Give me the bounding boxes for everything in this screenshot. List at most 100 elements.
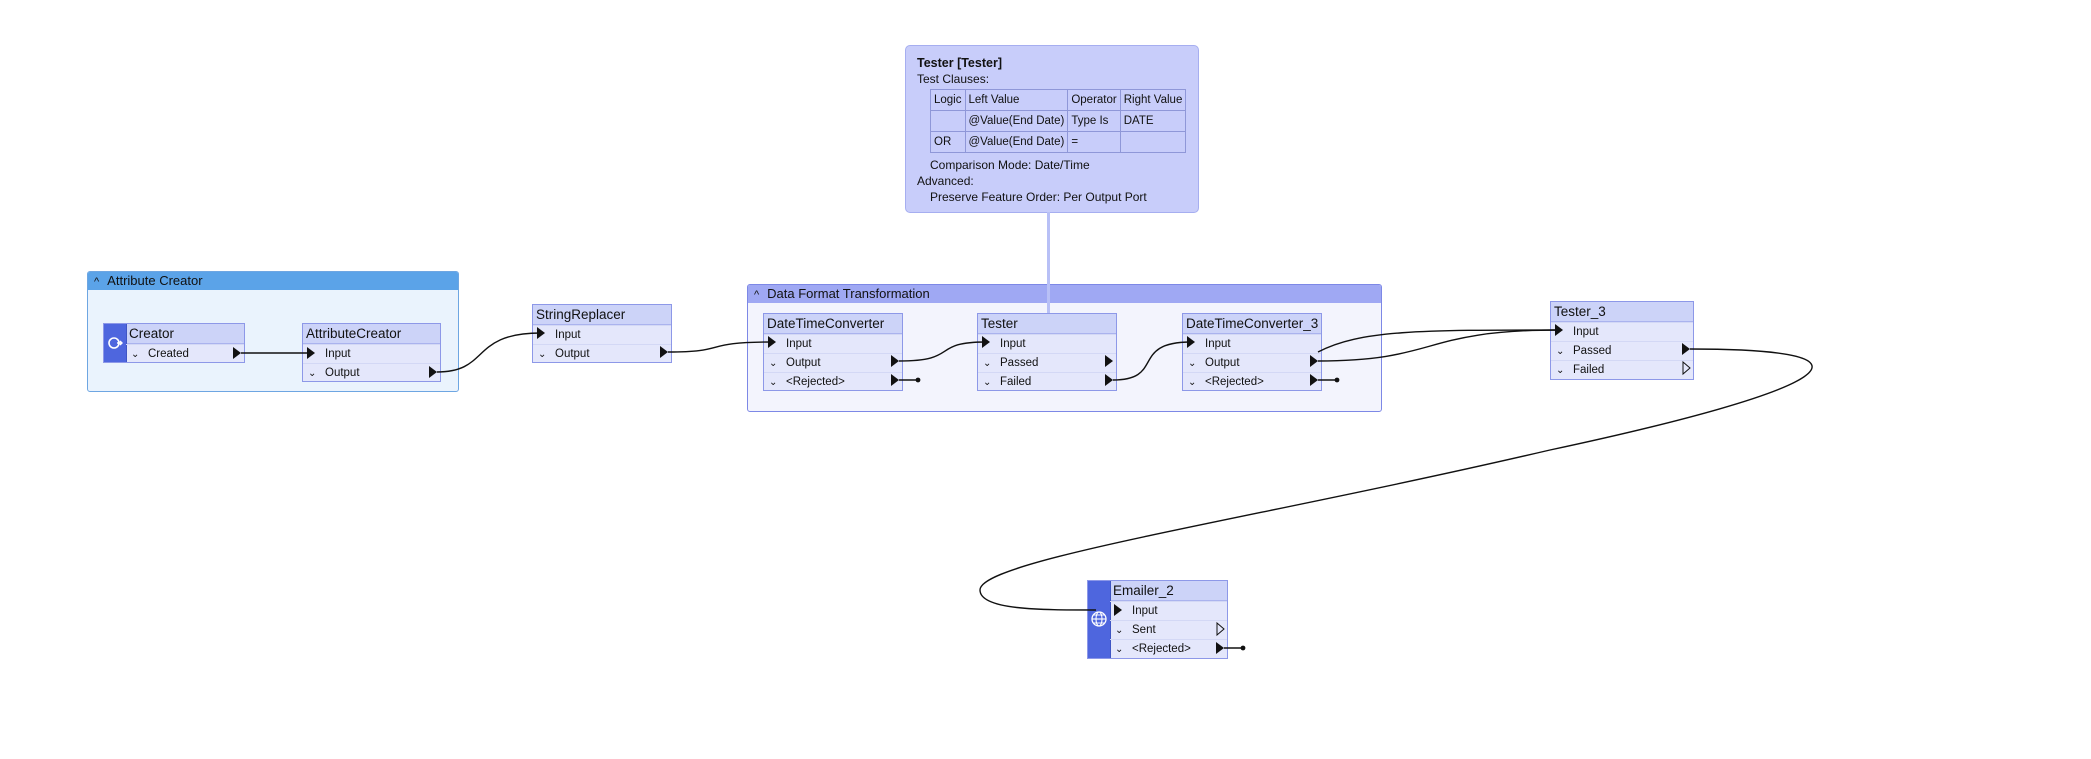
chevron-down-icon[interactable]: ⌄ <box>1556 346 1565 357</box>
annotation-title: Tester [Tester] <box>917 56 1002 70</box>
chevron-up-icon[interactable]: ^ <box>94 276 100 288</box>
input-port[interactable]: Input <box>978 334 1116 353</box>
annotation-connector <box>1047 212 1050 314</box>
arrow-right-icon <box>982 336 990 348</box>
transformer-attributecreator[interactable]: AttributeCreator Input ⌄Output <box>302 323 441 382</box>
transformer-datetimeconverter[interactable]: DateTimeConverter Input ⌄Output ⌄<Reject… <box>763 313 903 391</box>
bookmark-header[interactable]: ^ Attribute Creator <box>88 272 458 290</box>
passed-port[interactable]: ⌄Passed <box>978 353 1116 372</box>
table-header: Operator <box>1067 89 1121 111</box>
arrow-right-icon <box>1682 343 1690 355</box>
transformer-tester[interactable]: Tester Input ⌄Passed ⌄Failed <box>977 313 1117 391</box>
arrow-right-icon <box>1216 642 1224 654</box>
transformer-title: Creator <box>126 324 244 344</box>
arrow-right-icon <box>307 347 315 359</box>
transformer-datetimeconverter-3[interactable]: DateTimeConverter_3 Input ⌄Output ⌄<Reje… <box>1182 313 1322 391</box>
connection-datetimeconverter3-tester3-input <box>1317 329 1560 353</box>
input-port[interactable]: Input <box>764 334 902 353</box>
input-port[interactable]: Input <box>1183 334 1321 353</box>
table-cell: Type Is <box>1067 110 1121 132</box>
table-cell: @Value(End Date) <box>964 110 1069 132</box>
table-cell: = <box>1067 131 1121 153</box>
transformer-title: DateTimeConverter_3 <box>1183 314 1321 334</box>
transformer-title: AttributeCreator <box>303 324 440 344</box>
arrow-right-icon <box>1114 604 1122 616</box>
passed-port[interactable]: ⌄Passed <box>1551 341 1693 360</box>
connection-stringreplacer-datetimeconverter <box>667 341 773 353</box>
input-port[interactable]: Input <box>303 344 440 363</box>
table-cell <box>1119 131 1187 153</box>
transformer-emailer-2[interactable]: Emailer_2 Input ⌄Sent ⌄<Rejected> <box>1087 580 1228 659</box>
output-port-created[interactable]: ⌄Created <box>126 344 244 363</box>
rejected-dot <box>1240 645 1246 651</box>
transformer-tester-3[interactable]: Tester_3 Input ⌄Passed ⌄Failed <box>1550 301 1694 380</box>
globe-icon <box>1088 581 1111 658</box>
output-port[interactable]: ⌄Output <box>533 344 671 363</box>
failed-port[interactable]: ⌄Failed <box>1551 360 1693 379</box>
arrow-right-icon <box>1682 360 1691 376</box>
connection-attributecreator-stringreplacer <box>436 332 542 373</box>
transformer-stringreplacer[interactable]: StringReplacer Input ⌄Output <box>532 304 672 363</box>
connection-datetimeconverter3-tester3 <box>1317 329 1560 362</box>
rejected-dot <box>1334 377 1340 383</box>
arrow-right-icon <box>233 347 241 359</box>
rejected-port[interactable]: ⌄<Rejected> <box>764 372 902 391</box>
arrow-right-icon <box>1216 621 1225 637</box>
transformer-title: StringReplacer <box>533 305 671 325</box>
creator-icon <box>104 324 127 362</box>
connection-tester-datetimeconverter3 <box>1112 341 1192 381</box>
chevron-up-icon[interactable]: ^ <box>754 289 760 301</box>
bookmark-title: Data Format Transformation <box>767 286 930 301</box>
input-port[interactable]: Input <box>533 325 671 344</box>
arrow-right-icon <box>1310 355 1318 367</box>
arrow-right-icon <box>660 346 668 358</box>
arrow-right-icon <box>768 336 776 348</box>
annotation-preserve-order: Preserve Feature Order: Per Output Port <box>930 190 1147 204</box>
output-port[interactable]: ⌄Output <box>1183 353 1321 372</box>
input-port[interactable]: Input <box>1551 322 1693 341</box>
annotation-test-clauses-label: Test Clauses: <box>917 72 990 86</box>
sent-port[interactable]: ⌄Sent <box>1110 620 1227 639</box>
input-port[interactable]: Input <box>1110 601 1227 620</box>
arrow-right-icon <box>891 374 899 386</box>
transformer-title: DateTimeConverter <box>764 314 902 334</box>
chevron-down-icon[interactable]: ⌄ <box>1188 377 1197 388</box>
failed-port[interactable]: ⌄Failed <box>978 372 1116 391</box>
annotation-advanced-label: Advanced: <box>917 174 974 188</box>
test-clauses-table: Logic Left Value Operator Right Value @V… <box>930 89 1187 153</box>
table-row: @Value(End Date) Type Is DATE <box>930 110 1187 132</box>
chevron-down-icon[interactable]: ⌄ <box>131 349 140 360</box>
arrow-right-icon <box>429 366 437 378</box>
chevron-down-icon[interactable]: ⌄ <box>1556 365 1565 376</box>
chevron-down-icon[interactable]: ⌄ <box>769 358 778 369</box>
chevron-down-icon[interactable]: ⌄ <box>1188 358 1197 369</box>
chevron-down-icon[interactable]: ⌄ <box>538 349 547 360</box>
bookmark-title: Attribute Creator <box>107 273 203 288</box>
output-port[interactable]: ⌄Output <box>303 363 440 382</box>
arrow-right-icon <box>1187 336 1195 348</box>
arrow-right-icon <box>537 327 545 339</box>
output-port[interactable]: ⌄Output <box>764 353 902 372</box>
table-header: Right Value <box>1119 89 1187 111</box>
rejected-port[interactable]: ⌄<Rejected> <box>1183 372 1321 391</box>
transformer-creator[interactable]: Creator ⌄Created <box>103 323 245 363</box>
chevron-down-icon[interactable]: ⌄ <box>769 377 778 388</box>
chevron-down-icon[interactable]: ⌄ <box>1115 644 1124 655</box>
chevron-down-icon[interactable]: ⌄ <box>983 358 992 369</box>
annotation-comparison-mode: Comparison Mode: Date/Time <box>930 158 1090 172</box>
table-row: OR @Value(End Date) = <box>930 131 1187 153</box>
table-cell: @Value(End Date) <box>964 131 1069 153</box>
connection-datetimeconverter-tester <box>898 341 987 362</box>
arrow-right-icon <box>1105 355 1113 367</box>
arrow-right-icon <box>891 355 899 367</box>
chevron-down-icon[interactable]: ⌄ <box>1115 625 1124 636</box>
rejected-port[interactable]: ⌄<Rejected> <box>1110 639 1227 658</box>
arrow-right-icon <box>1105 374 1113 386</box>
tester-annotation[interactable]: Tester [Tester] Test Clauses: Logic Left… <box>905 45 1199 213</box>
bookmark-header[interactable]: ^ Data Format Transformation <box>748 285 1381 303</box>
arrow-right-icon <box>1310 374 1318 386</box>
chevron-down-icon[interactable]: ⌄ <box>983 377 992 388</box>
chevron-down-icon[interactable]: ⌄ <box>308 368 317 379</box>
transformer-title: Emailer_2 <box>1110 581 1227 601</box>
